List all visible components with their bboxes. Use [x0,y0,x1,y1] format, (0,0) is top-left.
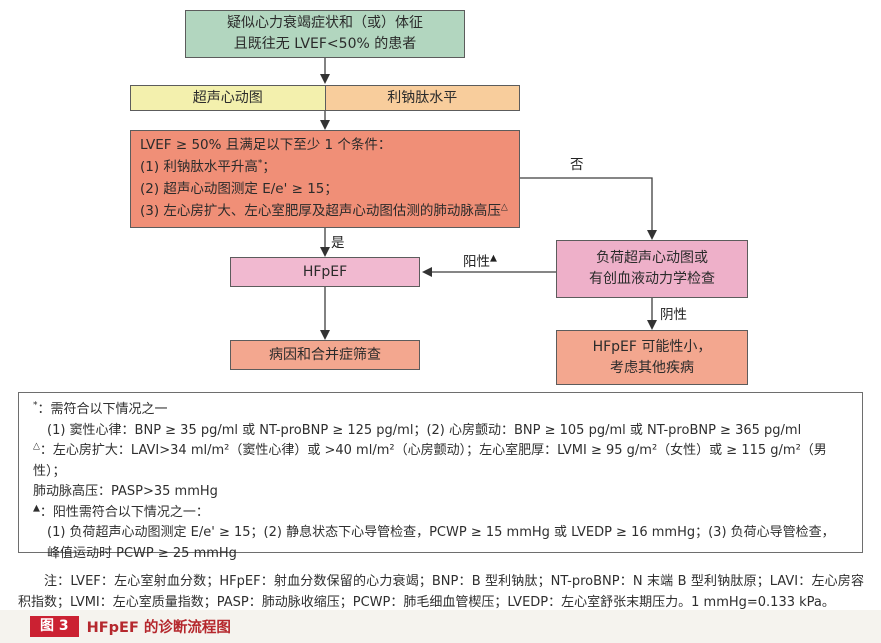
edge-label-negative: 阴性 [660,307,687,323]
natriuretic-peptide-label: 利钠肽水平 [387,89,458,106]
edge-label-yes: 是 [331,235,345,251]
criteria-item-3: (3) 左心房扩大、左心室肥厚及超声心动图估测的肺动脉高压△ [140,202,508,219]
natriuretic-peptide-cell: 利钠肽水平 [325,86,519,110]
abbreviation-note: 注：LVEF：左心室射血分数；HFpEF：射血分数保留的心力衰竭；BNP：B 型… [18,574,864,610]
footnote-box: *：需符合以下情况之一 (1) 窦性心律：BNP ≥ 35 pg/ml 或 NT… [18,392,863,561]
hfpef-diagnosis-box: HFpEF [230,257,420,287]
echocardiogram-label: 超声心动图 [192,89,263,106]
footnote-filled-detail: (1) 负荷超声心动图测定 E/e' ≥ 15；(2) 静息状态下心导管检查，P… [47,525,835,541]
footnote-filled-detail2: 峰值运动时 PCWP ≥ 25 mmHg [47,545,237,561]
filled-triangle-superscript: ▲ [490,253,497,264]
stress-echo-line1: 负荷超声心动图或 [596,250,708,266]
criteria-item-2: (2) 超声心动图测定 E/e' ≥ 15； [140,181,338,197]
open-triangle-superscript: △ [500,202,508,213]
footnote-filled-head: ▲：阳性需符合以下情况之一： [33,503,209,520]
footnote-star-head: *：需符合以下情况之一 [33,400,168,417]
etiology-label: 病因和合并症筛查 [269,346,381,363]
footnote-triangle-detail2: 肺动脉高压：PASP>35 mmHg [33,484,218,500]
stress-echo-line2: 有创血液动力学检查 [589,271,715,287]
test-strip: 超声心动图 利钠肽水平 [130,85,520,111]
open-triangle-marker: △ [33,441,40,452]
criteria-title: LVEF ≥ 50% 且满足以下至少 1 个条件： [140,137,392,154]
stress-echo-box: 负荷超声心动图或 有创血液动力学检查 [556,240,748,298]
edge-label-no: 否 [570,157,584,173]
hfpef-unlikely-box: HFpEF 可能性小， 考虑其他疾病 [556,330,748,385]
figure-caption-title: HFpEF 的诊断流程图 [86,620,231,636]
suspected-hf-box: 疑似心力衰竭症状和（或）体征 且既往无 LVEF<50% 的患者 [185,10,465,58]
edge-label-positive: 阳性▲ [463,253,497,270]
asterisk-superscript: * [257,158,263,169]
asterisk-marker: * [33,400,38,411]
suspected-hf-line2: 且既往无 LVEF<50% 的患者 [233,36,417,52]
hfpef-unlikely-line1: HFpEF 可能性小， [592,338,712,355]
filled-triangle-marker: ▲ [33,503,40,514]
figure-caption-bar: 图 3 HFpEF 的诊断流程图 [0,610,881,643]
etiology-screening-box: 病因和合并症筛查 [230,340,420,370]
echocardiogram-cell: 超声心动图 [131,86,326,110]
criteria-item-1: (1) 利钠肽水平升高*； [140,158,276,176]
hfpef-label: HFpEF [302,263,348,280]
hfpef-unlikely-line2: 考虑其他疾病 [610,359,694,376]
suspected-hf-line1: 疑似心力衰竭症状和（或）体征 [227,15,423,31]
footnote-star-detail: (1) 窦性心律：BNP ≥ 35 pg/ml 或 NT-proBNP ≥ 12… [47,422,802,438]
figure-number-badge: 图 3 [30,616,79,637]
lvef-criteria-box: LVEF ≥ 50% 且满足以下至少 1 个条件： (1) 利钠肽水平升高*； … [130,130,520,228]
footnote-triangle-detail: △：左心房扩大：LAVI>34 ml/m²（窦性心律）或 >40 ml/m²（心… [33,441,827,479]
